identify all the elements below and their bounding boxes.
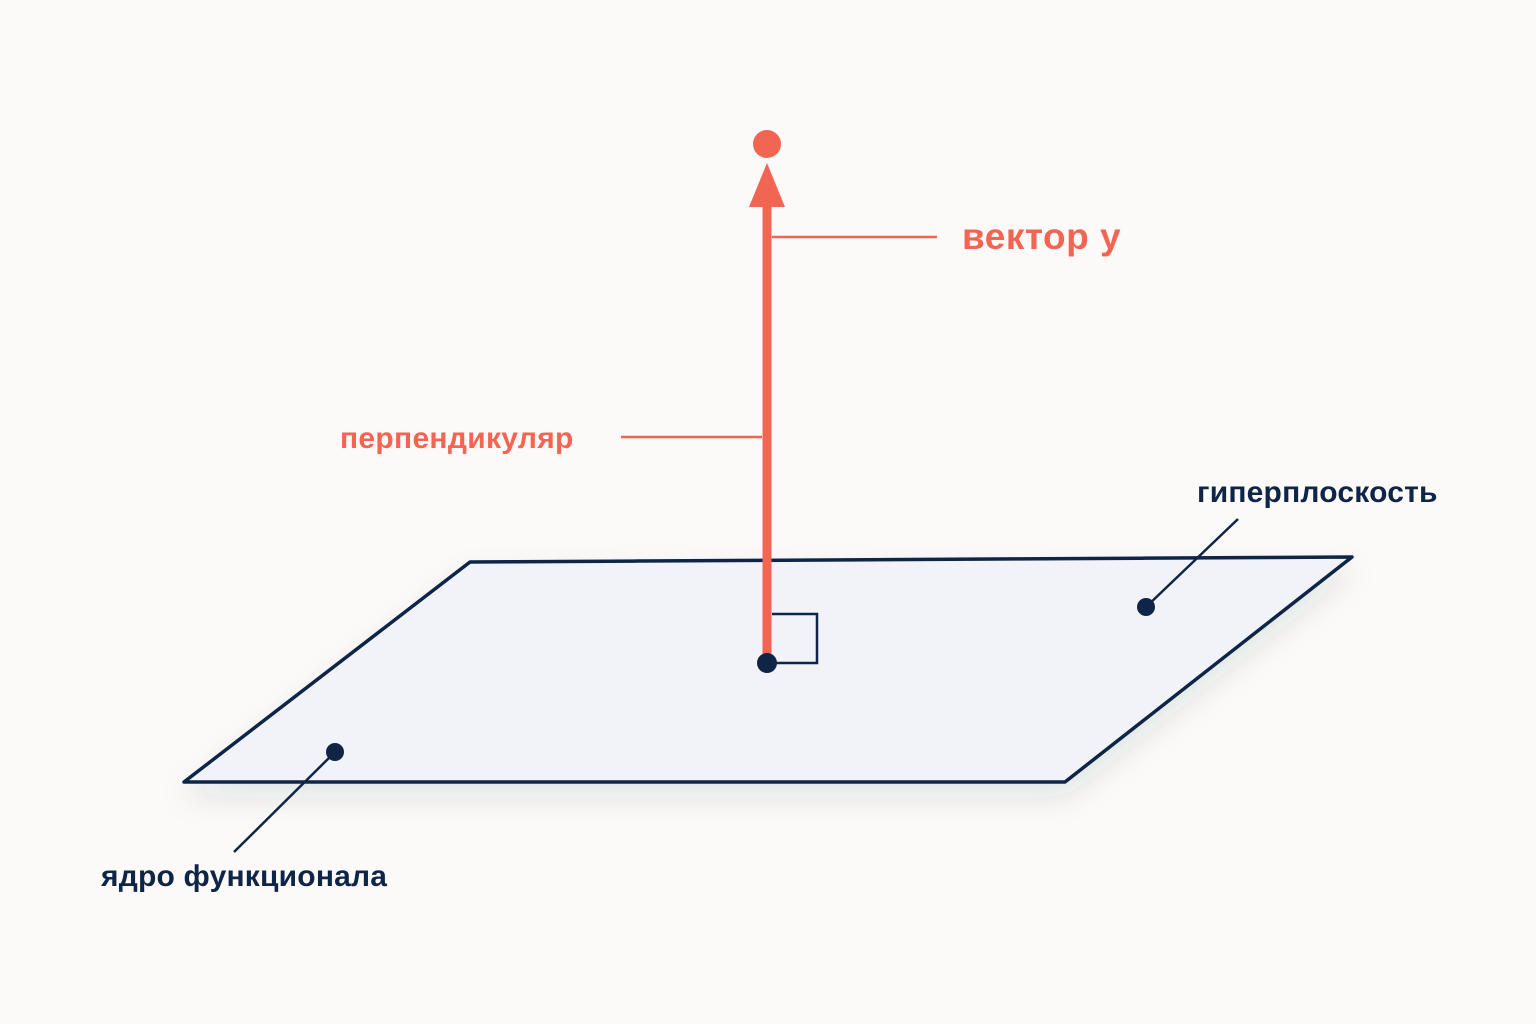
vector-tip-point bbox=[753, 130, 781, 158]
hyperplane-leader-line bbox=[1145, 518, 1239, 608]
hyperplane-point bbox=[1137, 598, 1155, 616]
right-angle-marker bbox=[772, 612, 819, 665]
hyperplane-label: гиперплоскость bbox=[1197, 476, 1438, 509]
kernel-label: ядро функционала bbox=[100, 860, 387, 893]
kernel-point bbox=[326, 743, 344, 761]
vector-arrowhead bbox=[749, 163, 785, 207]
perpendicular-label: перпендикуляр bbox=[340, 422, 574, 455]
origin-point bbox=[757, 653, 777, 673]
vector-label: вектор y bbox=[962, 216, 1121, 257]
kernel-leader-line bbox=[233, 751, 336, 853]
